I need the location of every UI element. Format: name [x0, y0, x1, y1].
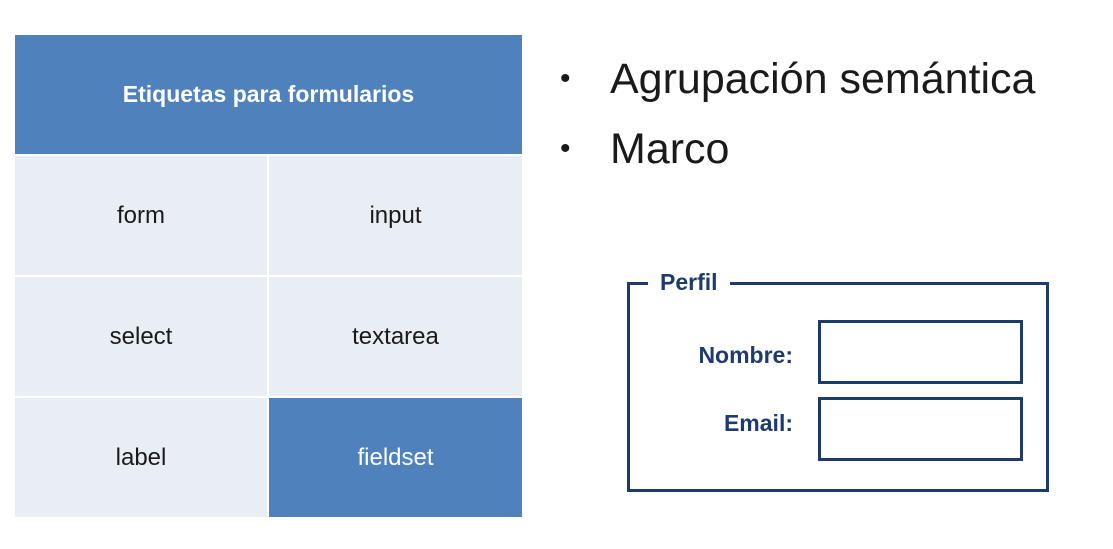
table-header: Etiquetas para formularios [15, 35, 522, 154]
table-cell-fieldset-highlighted: fieldset [269, 398, 522, 517]
fieldset-legend: Perfil [648, 265, 730, 299]
bullet-dot-icon: • [560, 62, 571, 95]
table-cell-label: label [15, 398, 267, 517]
email-label: Email: [723, 410, 793, 436]
bullet-text: Marco [610, 124, 730, 173]
bullet-text: Agrupación semántica [610, 54, 1036, 103]
fieldset-frame [627, 282, 1049, 492]
table-cell-textarea: textarea [269, 277, 522, 396]
bullet-item: • Marco [560, 114, 1035, 184]
table-cell-select: select [15, 277, 267, 396]
form-tags-table: Etiquetas para formularios form input se… [15, 35, 522, 517]
nombre-label: Nombre: [698, 342, 793, 368]
email-input[interactable] [818, 397, 1023, 461]
bullet-dot-icon: • [560, 132, 571, 165]
table-cell-form: form [15, 156, 267, 275]
bullet-list: • Agrupación semántica • Marco [560, 44, 1035, 184]
table-cell-input: input [269, 156, 522, 275]
bullet-item: • Agrupación semántica [560, 44, 1035, 114]
nombre-input[interactable] [818, 320, 1023, 384]
